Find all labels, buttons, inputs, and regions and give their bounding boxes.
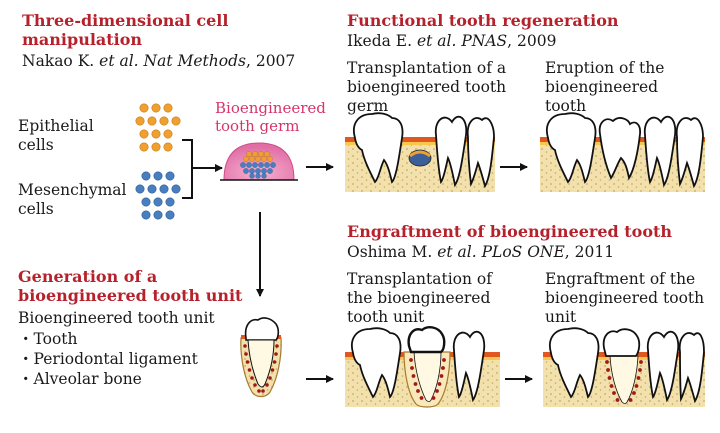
unit-title-line2: bioengineered tooth unit: [18, 286, 243, 305]
regeneration-citation-journal: PNAS: [461, 32, 508, 50]
unit-transplant-caption-line3: tooth unit: [347, 308, 425, 326]
manipulation-title-line1: Three-dimensional cell: [22, 11, 229, 30]
regeneration-citation-authors: Ikeda E.: [347, 32, 417, 50]
engraftment-caption-line2: bioengineered tooth: [545, 289, 705, 307]
regeneration-citation-etal: et al.: [416, 32, 457, 50]
jaw-panel-unit-transplant: [345, 326, 500, 408]
tooth-germ-label-line1: Bioengineered: [215, 99, 326, 117]
germ-transplant-caption-line1: Transplantation of a: [347, 59, 507, 77]
manipulation-citation-etal: et al.: [99, 52, 139, 70]
mesenchymal-cell-cluster: [135, 171, 181, 220]
engraftment-caption-line3: unit: [545, 308, 577, 326]
manipulation-title-line2: manipulation: [22, 30, 143, 49]
jaw-panel-eruption: [540, 112, 705, 192]
engraftment-caption-line1: Engraftment of the: [545, 270, 696, 288]
eruption-caption-line1: Eruption of the: [545, 59, 665, 77]
engraftment-citation-authors: Oshima M.: [347, 243, 438, 261]
cell-grouping-bracket: [182, 139, 198, 199]
engraftment-citation: Oshima M. et al. PLoS ONE, 2011: [347, 243, 615, 261]
epithelial-label-line2: cells: [18, 136, 54, 154]
unit-transplant-caption-line2: the bioengineered: [347, 289, 491, 307]
epithelial-label-line1: Epithelial: [18, 117, 94, 135]
jaw-panel-germ-transplant: [345, 112, 495, 192]
tooth-unit-illustration: [240, 317, 282, 398]
regeneration-citation-year: , 2009: [507, 32, 557, 50]
regeneration-citation: Ikeda E. et al. PNAS, 2009: [347, 32, 557, 50]
regeneration-title: Functional tooth regeneration: [347, 11, 619, 30]
jaw-panel-engraftment: [543, 327, 705, 407]
mesenchymal-label-line2: cells: [18, 200, 54, 218]
eruption-caption-line2: bioengineered: [545, 78, 659, 96]
manipulation-citation-year: , 2007: [245, 52, 296, 70]
engraftment-citation-journal: PLoS ONE: [481, 243, 565, 261]
germ-transplant-caption-line2: bioengineered tooth: [347, 78, 507, 96]
engraftment-title: Engraftment of bioengineered tooth: [347, 222, 673, 241]
unit-title-line1: Generation of a: [18, 267, 158, 286]
engraftment-citation-year: , 2011: [564, 243, 615, 261]
tooth-germ-dome: [220, 142, 298, 181]
manipulation-citation-authors: Nakao K.: [22, 52, 100, 70]
unit-item-tooth: ・Tooth: [18, 330, 78, 348]
tooth-germ-label-line2: tooth germ: [215, 117, 300, 135]
manipulation-citation: Nakao K. et al. Nat Methods, 2007: [22, 52, 296, 70]
germ-transplant-caption-line3: germ: [347, 97, 389, 115]
engraftment-citation-etal: et al.: [437, 243, 477, 261]
unit-subtitle: Bioengineered tooth unit: [18, 309, 215, 327]
mesenchymal-label-line1: Mesenchymal: [18, 181, 127, 199]
manipulation-citation-journal: Nat Methods: [143, 52, 246, 70]
epithelial-cell-cluster: [135, 103, 181, 152]
unit-transplant-caption-line1: Transplantation of: [347, 270, 492, 288]
unit-item-bone: ・Alveolar bone: [18, 370, 142, 388]
eruption-caption-line3: tooth: [545, 97, 587, 115]
unit-item-ligament: ・Periodontal ligament: [18, 350, 198, 368]
